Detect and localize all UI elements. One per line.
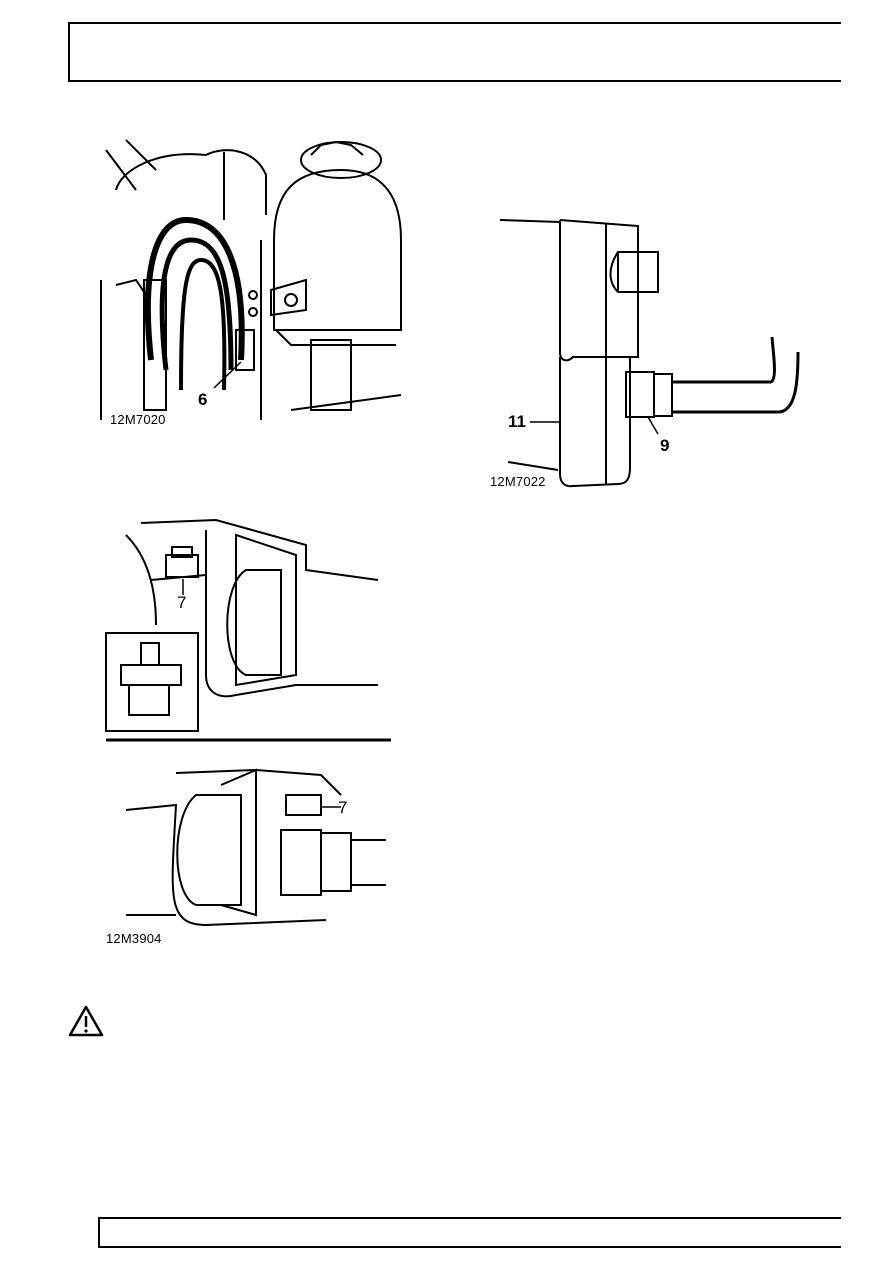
engine-hose-illustration — [100, 139, 402, 420]
figure-code-12m7020: 12M7020 — [110, 412, 166, 427]
callout-11: 11 — [508, 412, 526, 431]
cylinder-fitting-illustration — [499, 219, 800, 488]
warning-triangle-icon — [68, 1005, 104, 1042]
callout-7-lower: 7 — [338, 798, 348, 817]
figure-code-12m7022: 12M7022 — [490, 474, 546, 489]
figure-code-12m3904: 12M3904 — [106, 931, 162, 946]
page-header-frame — [68, 22, 841, 82]
figure-cylinder-fitting: 11 9 12M7022 — [488, 212, 818, 502]
housing-nut-illustration — [105, 518, 391, 927]
figure-engine-hose: 6 12M7020 — [96, 130, 406, 430]
callout-6: 6 — [198, 390, 208, 409]
page-footer-frame — [98, 1217, 841, 1248]
callout-9: 9 — [660, 436, 670, 455]
figure-housing-nut: 7 7 12M3904 — [96, 515, 396, 955]
callout-7-upper: 7 — [177, 593, 187, 612]
